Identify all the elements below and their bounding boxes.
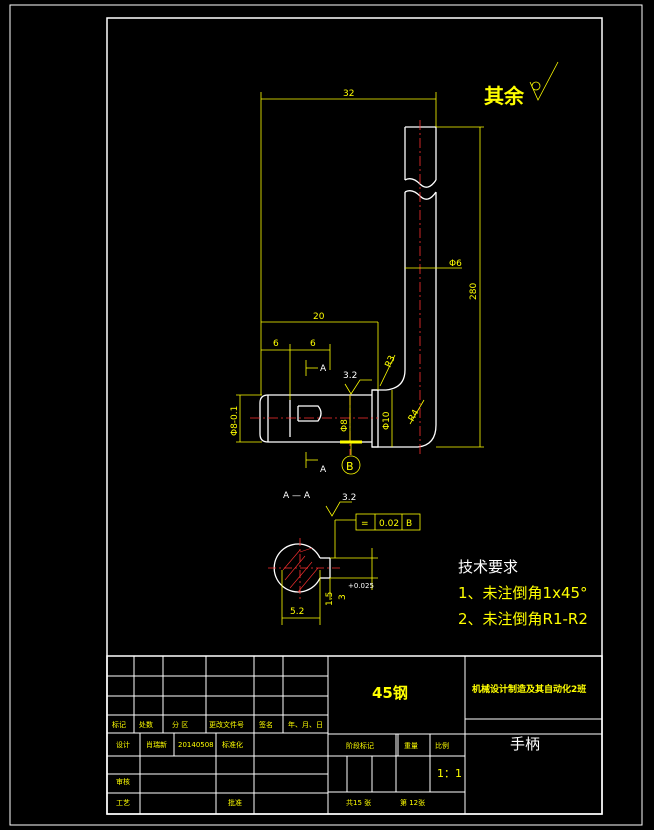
scale-label: 比例 [435,741,449,750]
sheets-total: 共15 张 [346,798,371,807]
dim-left-diameter: Φ8-0.1 [230,406,240,436]
datum-label: B [346,460,354,473]
dimension-texts: 32 280 Φ6 20 6 6 Φ8 Φ10 Φ8-0.1 R3 R4 3.2… [230,89,479,617]
review-label: 审核 [116,777,130,786]
dim-hub-diameter: Φ10 [382,411,392,430]
section-marker-bottom: A [320,465,327,475]
scale-value: 1：1 [437,767,462,780]
dim-bore: Φ8 [340,419,350,432]
designer: 肖瑞新 [146,740,167,749]
approve-label: 批准 [228,798,242,807]
part-name: 手柄 [510,735,540,753]
tech-requirements: 技术要求 1、未注倒角1x45° 2、未注倒角R1-R2 [458,558,588,628]
tolerance-symbol: = [361,519,369,529]
design-label: 设计 [116,740,130,749]
dim-overall-height: 280 [469,283,479,300]
section-texts: A A A — A B = 0.02 B [283,364,412,529]
material: 45钢 [372,684,408,702]
tolerance-value: 0.02 [379,519,399,529]
dim-seg-a: 6 [273,339,279,349]
dim-overall-width: 32 [343,89,354,99]
dim-slot-tol: +0.025 [348,582,374,590]
standardization: 标准化 [222,740,243,749]
sheet-no: 第 12张 [400,798,425,807]
dim-radius-top: R3 [384,354,398,369]
dim-slot-depth: 3 [338,594,348,600]
dim-key-width: 5.2 [290,607,304,617]
section-marker-top: A [320,364,327,374]
roughness-section: 3.2 [342,493,356,503]
main-view [259,126,437,448]
tech-heading: 技术要求 [458,558,518,576]
dim-arm-diameter: Φ6 [449,259,462,269]
process-label: 工艺 [116,799,130,807]
design-date: 20140508 [178,741,214,749]
weight-label: 重量 [404,742,418,750]
tech-item-1: 1、未注倒角1x45° [458,584,588,602]
dim-seg-b: 6 [310,339,316,349]
hdr-mark: 标记 [112,720,126,729]
title-block-texts: 45钢 机械设计制造及其自动化2班 手柄 标记 处数 分 区 更改文件号 签名 … [112,683,586,807]
tech-item-2: 2、未注倒角R1-R2 [458,610,588,628]
hdr-change-doc: 更改文件号 [209,720,244,729]
tolerance-datum: B [406,519,412,529]
center-lines [250,120,421,455]
outer-frame [9,4,643,826]
dim-hub-length: 20 [313,312,325,322]
dim-radius-bottom: R4 [407,408,422,424]
surface-finish-label: 其余 [484,84,525,108]
hdr-zone: 分 区 [172,720,188,729]
dim-slot-width: 1.5 [325,592,335,606]
hdr-sign: 签名 [259,720,273,729]
stage-label: 阶段标记 [346,741,374,750]
section-view [268,501,421,625]
organization: 机械设计制造及其自动化2班 [472,683,586,695]
section-title: A — A [283,491,311,501]
hdr-count: 处数 [139,720,153,729]
hdr-date: 年、月、日 [288,720,323,729]
roughness-main: 3.2 [343,371,357,381]
dimension-lines [236,61,559,475]
title-block [106,655,603,815]
